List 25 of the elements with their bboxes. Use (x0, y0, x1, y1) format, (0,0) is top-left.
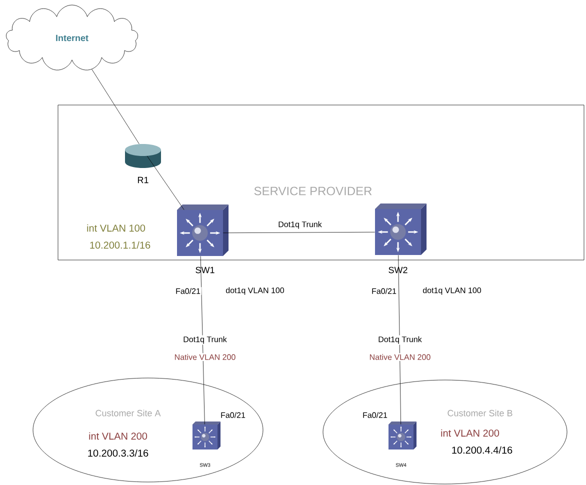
interface-label: 10.200.1.1/16 (90, 241, 150, 249)
interface-label: Fa0/21 (221, 412, 246, 418)
port-label: Native VLAN 200 (368, 353, 432, 361)
interface-label: Fa0/21 (363, 412, 388, 418)
port-label: dot1q VLAN 100 (422, 286, 482, 296)
edge-label: Dot1q Trunk (377, 335, 423, 345)
device-label: SW1 (196, 266, 214, 274)
link-line (92, 69, 140, 144)
link-line (200, 256, 205, 424)
link-line (146, 156, 184, 210)
link-line (398, 255, 402, 424)
interface-label: int VLAN 100 (87, 224, 146, 232)
edge-label: Dot1q Trunk (277, 220, 323, 230)
port-label: Fa0/21 (370, 287, 398, 295)
device-label: R1 (138, 176, 148, 184)
interface-label: 10.200.3.3/16 (88, 449, 148, 457)
link-line (223, 232, 375, 234)
port-label: dot1q VLAN 100 (224, 286, 286, 296)
interface-label: 10.200.4.4/16 (452, 446, 512, 454)
port-label: Fa0/21 (174, 287, 202, 295)
interface-label: int VLAN 200 (441, 429, 500, 437)
edge-label: Dot1q Trunk (182, 335, 228, 345)
port-label: Native VLAN 200 (173, 353, 237, 361)
device-label: SW2 (388, 266, 408, 274)
interface-label: int VLAN 200 (89, 432, 148, 440)
